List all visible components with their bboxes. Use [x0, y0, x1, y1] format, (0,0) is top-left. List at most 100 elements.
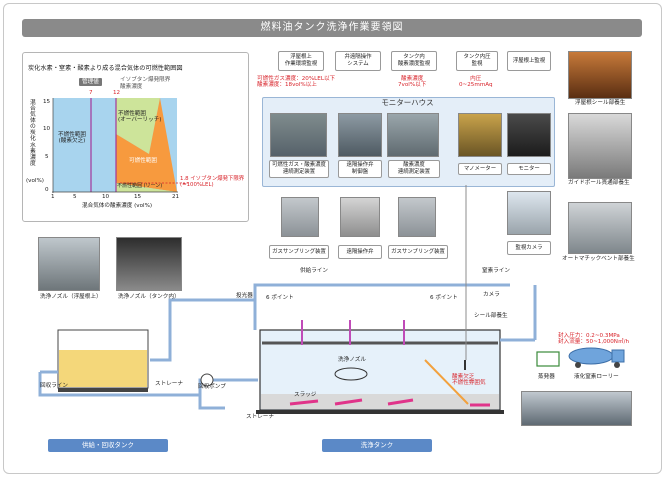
oxygen-limit-value: 酸素濃度 7vol%以下: [398, 76, 427, 89]
supply-tank-base: [58, 388, 148, 392]
x-axis-label: 混合気体の酸素濃度 (vol%): [82, 203, 153, 209]
strainer-a-label: ストレーナ: [155, 381, 183, 387]
valve-panel-photo: [338, 113, 382, 157]
seal-photo-label: 浮屋根シール部養生: [575, 100, 626, 106]
management-7: 7: [89, 90, 93, 96]
lorry-label: 液化窒素ローリー: [574, 374, 619, 380]
lorry-wheel-1: [575, 362, 581, 368]
gas-sampler-photo-1: [281, 197, 319, 237]
oxygen-conc-label: 酸素濃度: [120, 84, 143, 90]
lower-limit-label: 1.8 イソブタン爆発下限界 (=100%LEL): [180, 176, 245, 189]
lorry-cab: [611, 349, 625, 363]
sampler-gas-1: ガスサンプリング装置: [269, 245, 329, 259]
region-label-flammable: 可燃性範囲: [129, 158, 157, 164]
device-gas-analyzer: 可燃性ガス・酸素濃度 連続測定装置: [269, 160, 329, 178]
sludge-label: スラッジ: [294, 392, 317, 398]
points-6a-label: 6 ポイント: [266, 295, 294, 301]
oxygen-lack-label: 酸素欠乏 不燃性雰囲気: [452, 374, 486, 387]
sampler-camera: 監視カメラ: [507, 241, 551, 255]
supply-return-tank-label: 供給・回収タンク: [48, 439, 168, 452]
auto-vent-photo: [568, 202, 632, 254]
evaporator: [536, 351, 560, 367]
nitrogen-line-label: 窒素ライン: [482, 268, 510, 274]
y-tick-10: 10: [43, 126, 51, 132]
floodlight-label: 投光器: [236, 293, 253, 299]
remote-valve-photo: [340, 197, 380, 237]
page-title: 燃料油タンク洗浄作業要領図: [22, 19, 642, 37]
sampler-gas-2: ガスサンプリング装置: [388, 245, 448, 259]
pressure-limit-value: 内圧 0~25mmAq: [459, 76, 493, 89]
device-manometer: マノメーター: [458, 163, 502, 175]
y-tick-5: 5: [45, 154, 49, 160]
sampler-remote-valve: 遠隔操作弁: [338, 245, 382, 259]
region-label-lean: 不燃性範囲 (リーン): [117, 183, 163, 189]
lorry-wheel-2: [614, 362, 620, 368]
nozzle-tank-photo: [116, 237, 182, 291]
device-valve-panel: 遠隔操作弁 制御盤: [338, 160, 382, 178]
wash-swirl: [334, 367, 368, 381]
lorry-photo: [521, 391, 632, 426]
sludge-mark-3: [387, 398, 414, 406]
gas-limit-value: 可燃性ガス濃度：20%LEL以下 酸素濃度：18vol%以上: [257, 76, 336, 89]
management-12: 12: [113, 90, 121, 96]
seal-photo: [568, 51, 632, 99]
return-pump-label: 回収ポンプ: [198, 384, 226, 390]
region-lean: [116, 183, 177, 192]
nozzle-roof-label: 洗浄ノズル（浮屋根上）: [40, 294, 102, 300]
supply-line-top: [253, 283, 510, 300]
gas-analyzer-photo: [270, 113, 327, 157]
wash-tank-label: 洗浄タンク: [322, 439, 432, 452]
oxygen-lack-line: [424, 359, 469, 405]
evaporator-label: 蒸発器: [538, 374, 555, 380]
supply-tank-liquid: [59, 350, 147, 387]
explosion-limit-label: イソブタン爆発限界: [120, 77, 171, 83]
gas-sampler-photo-2: [398, 197, 436, 237]
device-monitor: モニター: [507, 163, 551, 175]
y-tick-15: 15: [43, 99, 51, 105]
lorry-tank: [568, 347, 614, 365]
return-line-label: 回収ライン: [40, 383, 68, 389]
region-label-over-rich: 不燃性範囲 (オーバーリッチ): [118, 111, 162, 124]
strainer-b-label: ストレーナ: [246, 414, 274, 420]
x-tick-15: 15: [134, 194, 142, 200]
seal-label: シール部養生: [474, 313, 508, 319]
supply-line-label: 供給ライン: [300, 268, 328, 274]
x-tick-10: 10: [102, 194, 110, 200]
monitor-item-valve-remote: 弁遠隔操作 システム: [335, 51, 381, 71]
wash-tank-sludge-layer: [261, 394, 499, 409]
oxygen-analyzer-photo: [387, 113, 439, 157]
y-axis-unit: (vol%): [26, 178, 44, 184]
monitor-item-oxygen: タンク内 酸素濃度監視: [391, 51, 437, 71]
wash-nozzle-label: 洗浄ノズル: [338, 357, 366, 363]
region-over-rich: [116, 98, 160, 154]
supply-pipe: [150, 298, 257, 362]
device-oxygen-analyzer: 酸素濃度 連続測定装置: [388, 160, 440, 178]
monitor-item-float-roof-watch: 浮屋根上監視: [507, 51, 551, 71]
sludge-mark-2: [334, 398, 363, 406]
x-tick-21: 21: [172, 194, 180, 200]
y-axis-label: 混合気体の炭化水素濃度: [30, 100, 36, 167]
return-pump-symbol: [200, 373, 214, 387]
guide-pole-photo: [568, 113, 632, 179]
pressure-flow-label: 封入圧力：0.2~0.3MPa 封入流量：50~1,000N㎥/h: [558, 333, 629, 346]
monitor-item-pressure: タンク内圧 監視: [456, 51, 498, 71]
region-flammable: [116, 98, 177, 192]
x-tick-5: 5: [73, 194, 77, 200]
region-label-oxygen-lack: 不燃性範囲 (酸素欠乏): [58, 132, 86, 145]
camera-label: カメラ: [483, 292, 500, 298]
guide-pole-photo-label: ガイドポール貫通部養生: [568, 180, 630, 186]
monitor-photo: [507, 113, 551, 157]
nozzle-roof-photo: [38, 237, 100, 291]
auto-vent-photo-label: オートマチックベント部養生: [562, 256, 635, 262]
monitor-house-title: モニターハウス: [381, 98, 434, 107]
nozzle-tank-label: 洗浄ノズル（タンク内）: [118, 294, 180, 300]
x-tick-1: 1: [51, 194, 55, 200]
y-tick-0: 0: [45, 187, 49, 193]
camera-photo: [507, 191, 551, 235]
management-label: 管理値: [79, 78, 102, 87]
chart-title: 炭化水素・窒素・酸素より成る混合気体の可燃性範囲図: [28, 65, 183, 72]
strainer-pipe: [198, 395, 225, 410]
